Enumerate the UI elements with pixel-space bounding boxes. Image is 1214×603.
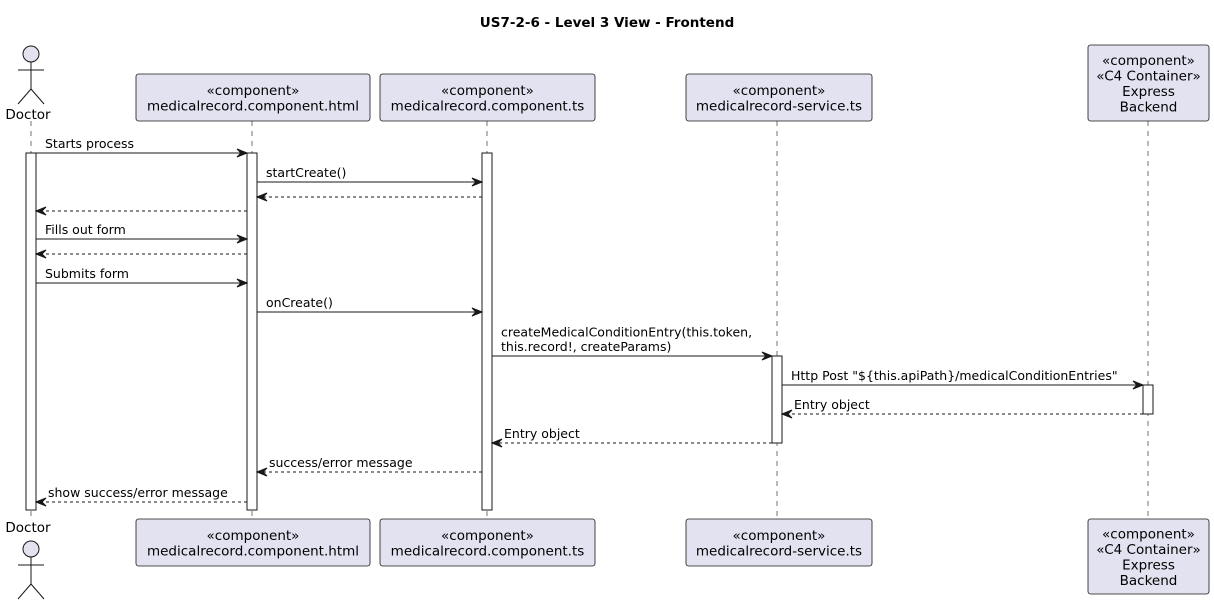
activation-html xyxy=(246,152,258,511)
message-label: this.record!, createParams) xyxy=(501,339,671,354)
message-4 xyxy=(34,206,247,216)
actor-label: Doctor xyxy=(5,520,51,536)
participant-ts-top: «component»medicalrecord.component.ts xyxy=(379,73,596,122)
arrowhead-icon xyxy=(34,497,47,507)
participant-label: «component» xyxy=(441,528,534,544)
message-label: show success/error message xyxy=(48,485,228,500)
arrowhead-icon xyxy=(1132,380,1145,390)
message-5: Fills out form xyxy=(36,222,249,244)
arrowhead-icon xyxy=(34,206,47,216)
actor-doctor-bottom: Doctor xyxy=(5,520,51,600)
participant-label: medicalrecord-service.ts xyxy=(696,98,862,114)
participant-label: «component» xyxy=(733,528,826,544)
participant-label: «component» xyxy=(207,83,300,99)
arrowhead-icon xyxy=(236,234,249,244)
participant-label: Express xyxy=(1122,84,1175,100)
activation-backend xyxy=(1142,384,1154,415)
participant-label: «component» xyxy=(1102,526,1195,542)
activation-service xyxy=(771,355,783,444)
participant-service-bottom: «component»medicalrecord-service.ts xyxy=(685,518,873,567)
message-label: startCreate() xyxy=(266,165,346,180)
message-2: startCreate() xyxy=(257,165,484,187)
message-label: Fills out form xyxy=(45,222,126,237)
participant-label: medicalrecord.component.ts xyxy=(391,98,585,114)
participant-box xyxy=(685,518,873,567)
participant-box xyxy=(379,518,596,567)
message-10: Http Post "${this.apiPath}/medicalCondit… xyxy=(782,368,1145,390)
actor-label: Doctor xyxy=(5,107,51,123)
arrowhead-icon xyxy=(255,467,268,477)
participant-html-top: «component»medicalrecord.component.html xyxy=(135,73,371,122)
message-9: createMedicalConditionEntry(this.token,t… xyxy=(492,325,774,361)
message-label: createMedicalConditionEntry(this.token, xyxy=(501,325,752,340)
participant-label: «C4 Container» xyxy=(1096,68,1201,84)
participants-bottom: Doctor«component»medicalrecord.component… xyxy=(5,518,1210,600)
arrowhead-icon xyxy=(471,177,484,187)
arrowhead-icon xyxy=(490,438,503,448)
message-8: onCreate() xyxy=(257,295,484,317)
arrowhead-icon xyxy=(34,249,47,259)
participant-label: Backend xyxy=(1120,99,1178,115)
participant-html-bottom: «component»medicalrecord.component.html xyxy=(135,518,371,567)
participant-label: Express xyxy=(1122,557,1175,573)
participant-label: «component» xyxy=(1102,53,1195,69)
message-label: Submits form xyxy=(45,266,129,281)
participant-box xyxy=(379,73,596,122)
message-7: Submits form xyxy=(36,266,249,288)
arrowhead-icon xyxy=(255,192,268,202)
participant-label: medicalrecord.component.ts xyxy=(391,543,585,559)
activation-ts xyxy=(481,152,493,511)
message-6 xyxy=(34,249,247,259)
message-14: show success/error message xyxy=(34,485,247,507)
messages: Starts process startCreate() Fills out for… xyxy=(34,136,1145,507)
activation-bars xyxy=(25,152,1154,511)
participant-label: medicalrecord.component.html xyxy=(147,98,359,114)
message-label: Entry object xyxy=(794,397,870,412)
participant-box xyxy=(135,518,371,567)
participant-ts-bottom: «component»medicalrecord.component.ts xyxy=(379,518,596,567)
activation-doctor xyxy=(25,152,37,511)
participant-label: «C4 Container» xyxy=(1096,542,1201,558)
participant-label: Backend xyxy=(1120,573,1178,589)
participant-box xyxy=(1087,518,1210,595)
participant-box xyxy=(1087,44,1210,122)
arrowhead-icon xyxy=(236,278,249,288)
message-label: Starts process xyxy=(45,136,134,151)
arrowhead-icon xyxy=(471,307,484,317)
message-13: success/error message xyxy=(255,455,482,477)
message-label: Entry object xyxy=(504,426,580,441)
participant-label: «component» xyxy=(441,83,534,99)
participant-service-top: «component»medicalrecord-service.ts xyxy=(685,73,873,122)
participant-box xyxy=(685,73,873,122)
arrowhead-icon xyxy=(761,351,774,361)
diagram-title: US7-2-6 - Level 3 View - Frontend xyxy=(480,15,734,31)
participant-label: medicalrecord-service.ts xyxy=(696,543,862,559)
participant-box xyxy=(135,73,371,122)
message-label: onCreate() xyxy=(266,295,333,310)
arrowhead-icon xyxy=(780,409,793,419)
message-3 xyxy=(255,192,482,202)
message-1: Starts process xyxy=(36,136,249,158)
message-11: Entry object xyxy=(780,397,1143,419)
arrowhead-icon xyxy=(236,148,249,158)
actor-doctor-top: Doctor xyxy=(5,45,51,123)
participant-label: «component» xyxy=(207,528,300,544)
message-label: Http Post "${this.apiPath}/medicalCondit… xyxy=(791,368,1118,383)
participants-top: Doctor«component»medicalrecord.component… xyxy=(5,44,1210,123)
participant-label: «component» xyxy=(733,83,826,99)
participant-label: medicalrecord.component.html xyxy=(147,543,359,559)
actor-icon xyxy=(17,540,45,600)
message-label: success/error message xyxy=(269,455,413,470)
actor-icon xyxy=(17,45,45,105)
message-12: Entry object xyxy=(490,426,772,448)
lifelines xyxy=(30,121,1149,519)
